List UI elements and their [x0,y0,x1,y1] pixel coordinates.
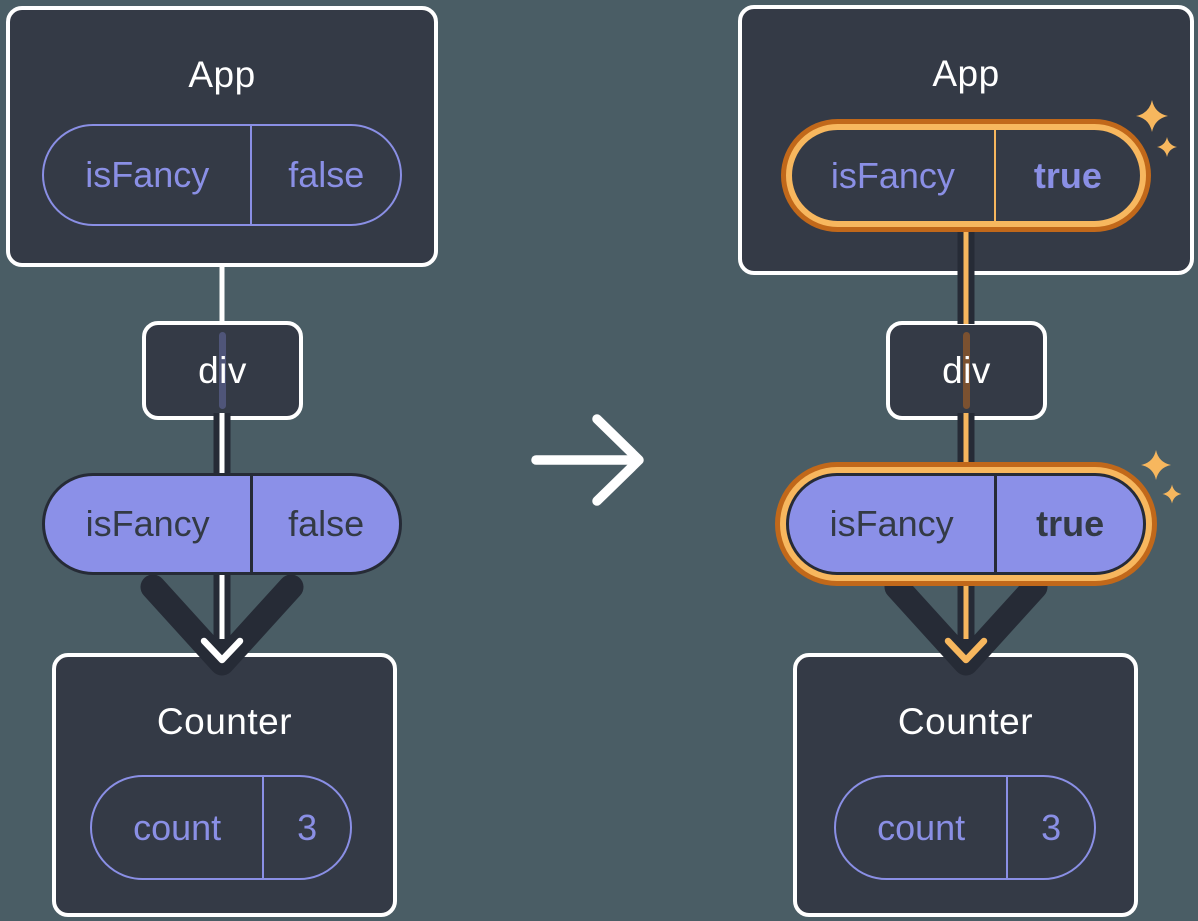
arrowhead-chevron-right [884,574,1048,676]
state-pill-counter-right: count 3 [834,775,1096,880]
prop-flow-line-faint [219,332,226,409]
app-label: App [932,53,1000,94]
div-node-left: div [142,321,303,420]
sparkle-icon [1162,484,1182,504]
state-key: count [92,777,265,878]
state-value: 3 [1041,806,1062,848]
state-pill-counter-left: count 3 [90,775,352,880]
counter-label: Counter [897,701,1034,742]
counter-node-right: Counter [793,653,1138,917]
arrowhead-chevron-left [140,574,304,676]
prop-value: true [1033,154,1102,196]
app-label: App [188,54,256,95]
prop-value: true [1036,503,1105,544]
prop-key: isFancy [45,476,254,572]
prop-flow-line-faint [963,332,970,409]
prop-value: false [288,154,365,195]
transition-arrow-icon [531,414,644,506]
prop-key: isFancy [792,130,996,221]
prop-key: isFancy [44,126,253,224]
state-value: 3 [297,806,318,848]
prop-pill-passed-right-highlighted: isFancy true [786,473,1146,575]
counter-node-left: Counter [52,653,397,917]
state-key: count [836,777,1009,878]
div-label: div [198,349,247,391]
prop-key: isFancy [789,476,998,572]
prop-pill-app-left: isFancy false [42,124,402,226]
div-label: div [942,349,991,391]
prop-value: false [288,503,365,544]
counter-label: Counter [156,701,293,742]
prop-pill-app-right-highlighted: isFancy true [786,124,1146,227]
prop-pill-passed-left: isFancy false [42,473,402,575]
sparkle-icon [1141,450,1171,480]
div-node-right: div [886,321,1047,420]
